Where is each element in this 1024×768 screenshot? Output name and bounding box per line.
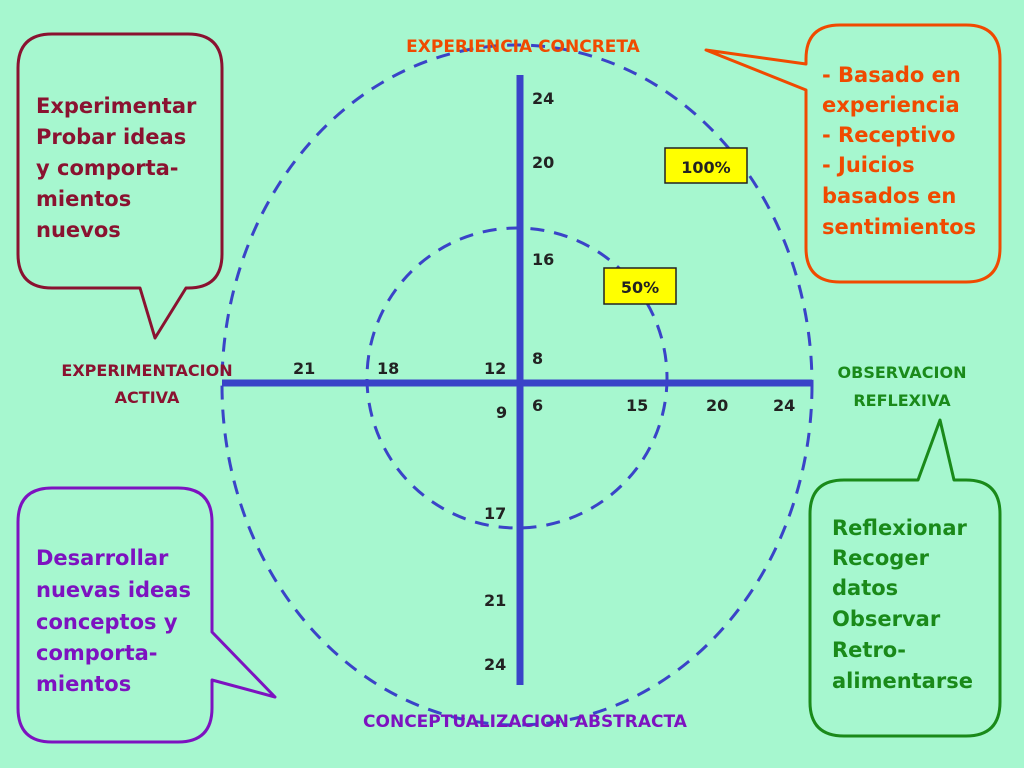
axis-title-experimentacion-line1: EXPERIMENTACION	[61, 361, 232, 380]
bubble-experimentacion-text: Experimentar Probar ideas y comporta- mi…	[36, 94, 197, 242]
tick-down-21: 21	[484, 591, 506, 610]
tick-up-16: 16	[532, 250, 554, 269]
bubble-experiencia-text: - Basado en experiencia - Receptivo - Ju…	[822, 63, 976, 239]
axis-title-observacion-line1: OBSERVACION	[838, 363, 967, 382]
tick-down-9: 9	[496, 403, 507, 422]
bubble-conceptualizacion-line: mientos	[36, 672, 131, 696]
bubble-experimentacion	[16, 32, 224, 340]
tick-left-12: 12	[484, 359, 506, 378]
bubble-experimentacion-line: mientos	[36, 187, 131, 211]
bubble-experiencia	[704, 23, 1002, 284]
axis-title-experimentacion-line2: ACTIVA	[115, 388, 180, 407]
tick-right-15: 15	[626, 396, 648, 415]
bubble-conceptualizacion-line: Desarrollar	[36, 546, 169, 570]
bubble-experiencia-line: experiencia	[822, 93, 960, 117]
bubble-observacion-line: Recoger	[832, 546, 930, 570]
tick-down-17: 17	[484, 504, 506, 523]
bubble-conceptualizacion-line: comporta-	[36, 641, 158, 665]
tick-left-18: 18	[377, 359, 399, 378]
tick-up-20: 20	[532, 153, 554, 172]
badge-50-label: 50%	[621, 278, 659, 297]
bubble-observacion-line: Observar	[832, 607, 941, 631]
axis-title-experiencia: EXPERIENCIA CONCRETA	[406, 37, 641, 57]
tick-down-24: 24	[484, 655, 506, 674]
badge-100-label: 100%	[681, 158, 730, 177]
tick-up-24: 24	[532, 89, 554, 108]
bubble-experiencia-line: - Juicios	[822, 153, 915, 177]
tick-right-24: 24	[773, 396, 795, 415]
bubble-observacion-text: Reflexionar Recoger datos Observar Retro…	[832, 516, 973, 693]
bubble-observacion-line: alimentarse	[832, 669, 973, 693]
bubble-experiencia-line: - Basado en	[822, 63, 961, 87]
bubble-observacion-line: Retro-	[832, 638, 906, 662]
tick-left-21: 21	[293, 359, 315, 378]
bubble-observacion-line: Reflexionar	[832, 516, 968, 540]
tick-up-8: 8	[532, 349, 543, 368]
bubble-experiencia-line: - Receptivo	[822, 123, 956, 147]
bubble-conceptualizacion-line: conceptos y	[36, 610, 178, 634]
bubble-experiencia-line: sentimientos	[822, 215, 976, 239]
bubble-conceptualizacion	[16, 486, 277, 744]
bubble-conceptualizacion-line: nuevas ideas	[36, 578, 191, 602]
bubble-experimentacion-line: Experimentar	[36, 94, 197, 118]
axis-title-conceptualizacion: CONCEPTUALIZACION ABSTRACTA	[363, 712, 688, 732]
badge-100-box	[664, 147, 748, 184]
axis-title-observacion-line2: REFLEXIVA	[853, 391, 951, 410]
bubble-observacion-line: datos	[832, 576, 898, 600]
bubble-experiencia-line: basados en	[822, 184, 956, 208]
tick-right-20: 20	[706, 396, 728, 415]
bubble-experimentacion-line: y comporta-	[36, 156, 179, 180]
bubble-experimentacion-line: Probar ideas	[36, 125, 186, 149]
badge-50-box	[603, 267, 677, 305]
bubble-observacion	[808, 418, 1002, 738]
tick-right-6: 6	[532, 396, 543, 415]
bubble-conceptualizacion-text: Desarrollar nuevas ideas conceptos y com…	[36, 546, 191, 696]
bubble-experimentacion-line: nuevos	[36, 218, 121, 242]
